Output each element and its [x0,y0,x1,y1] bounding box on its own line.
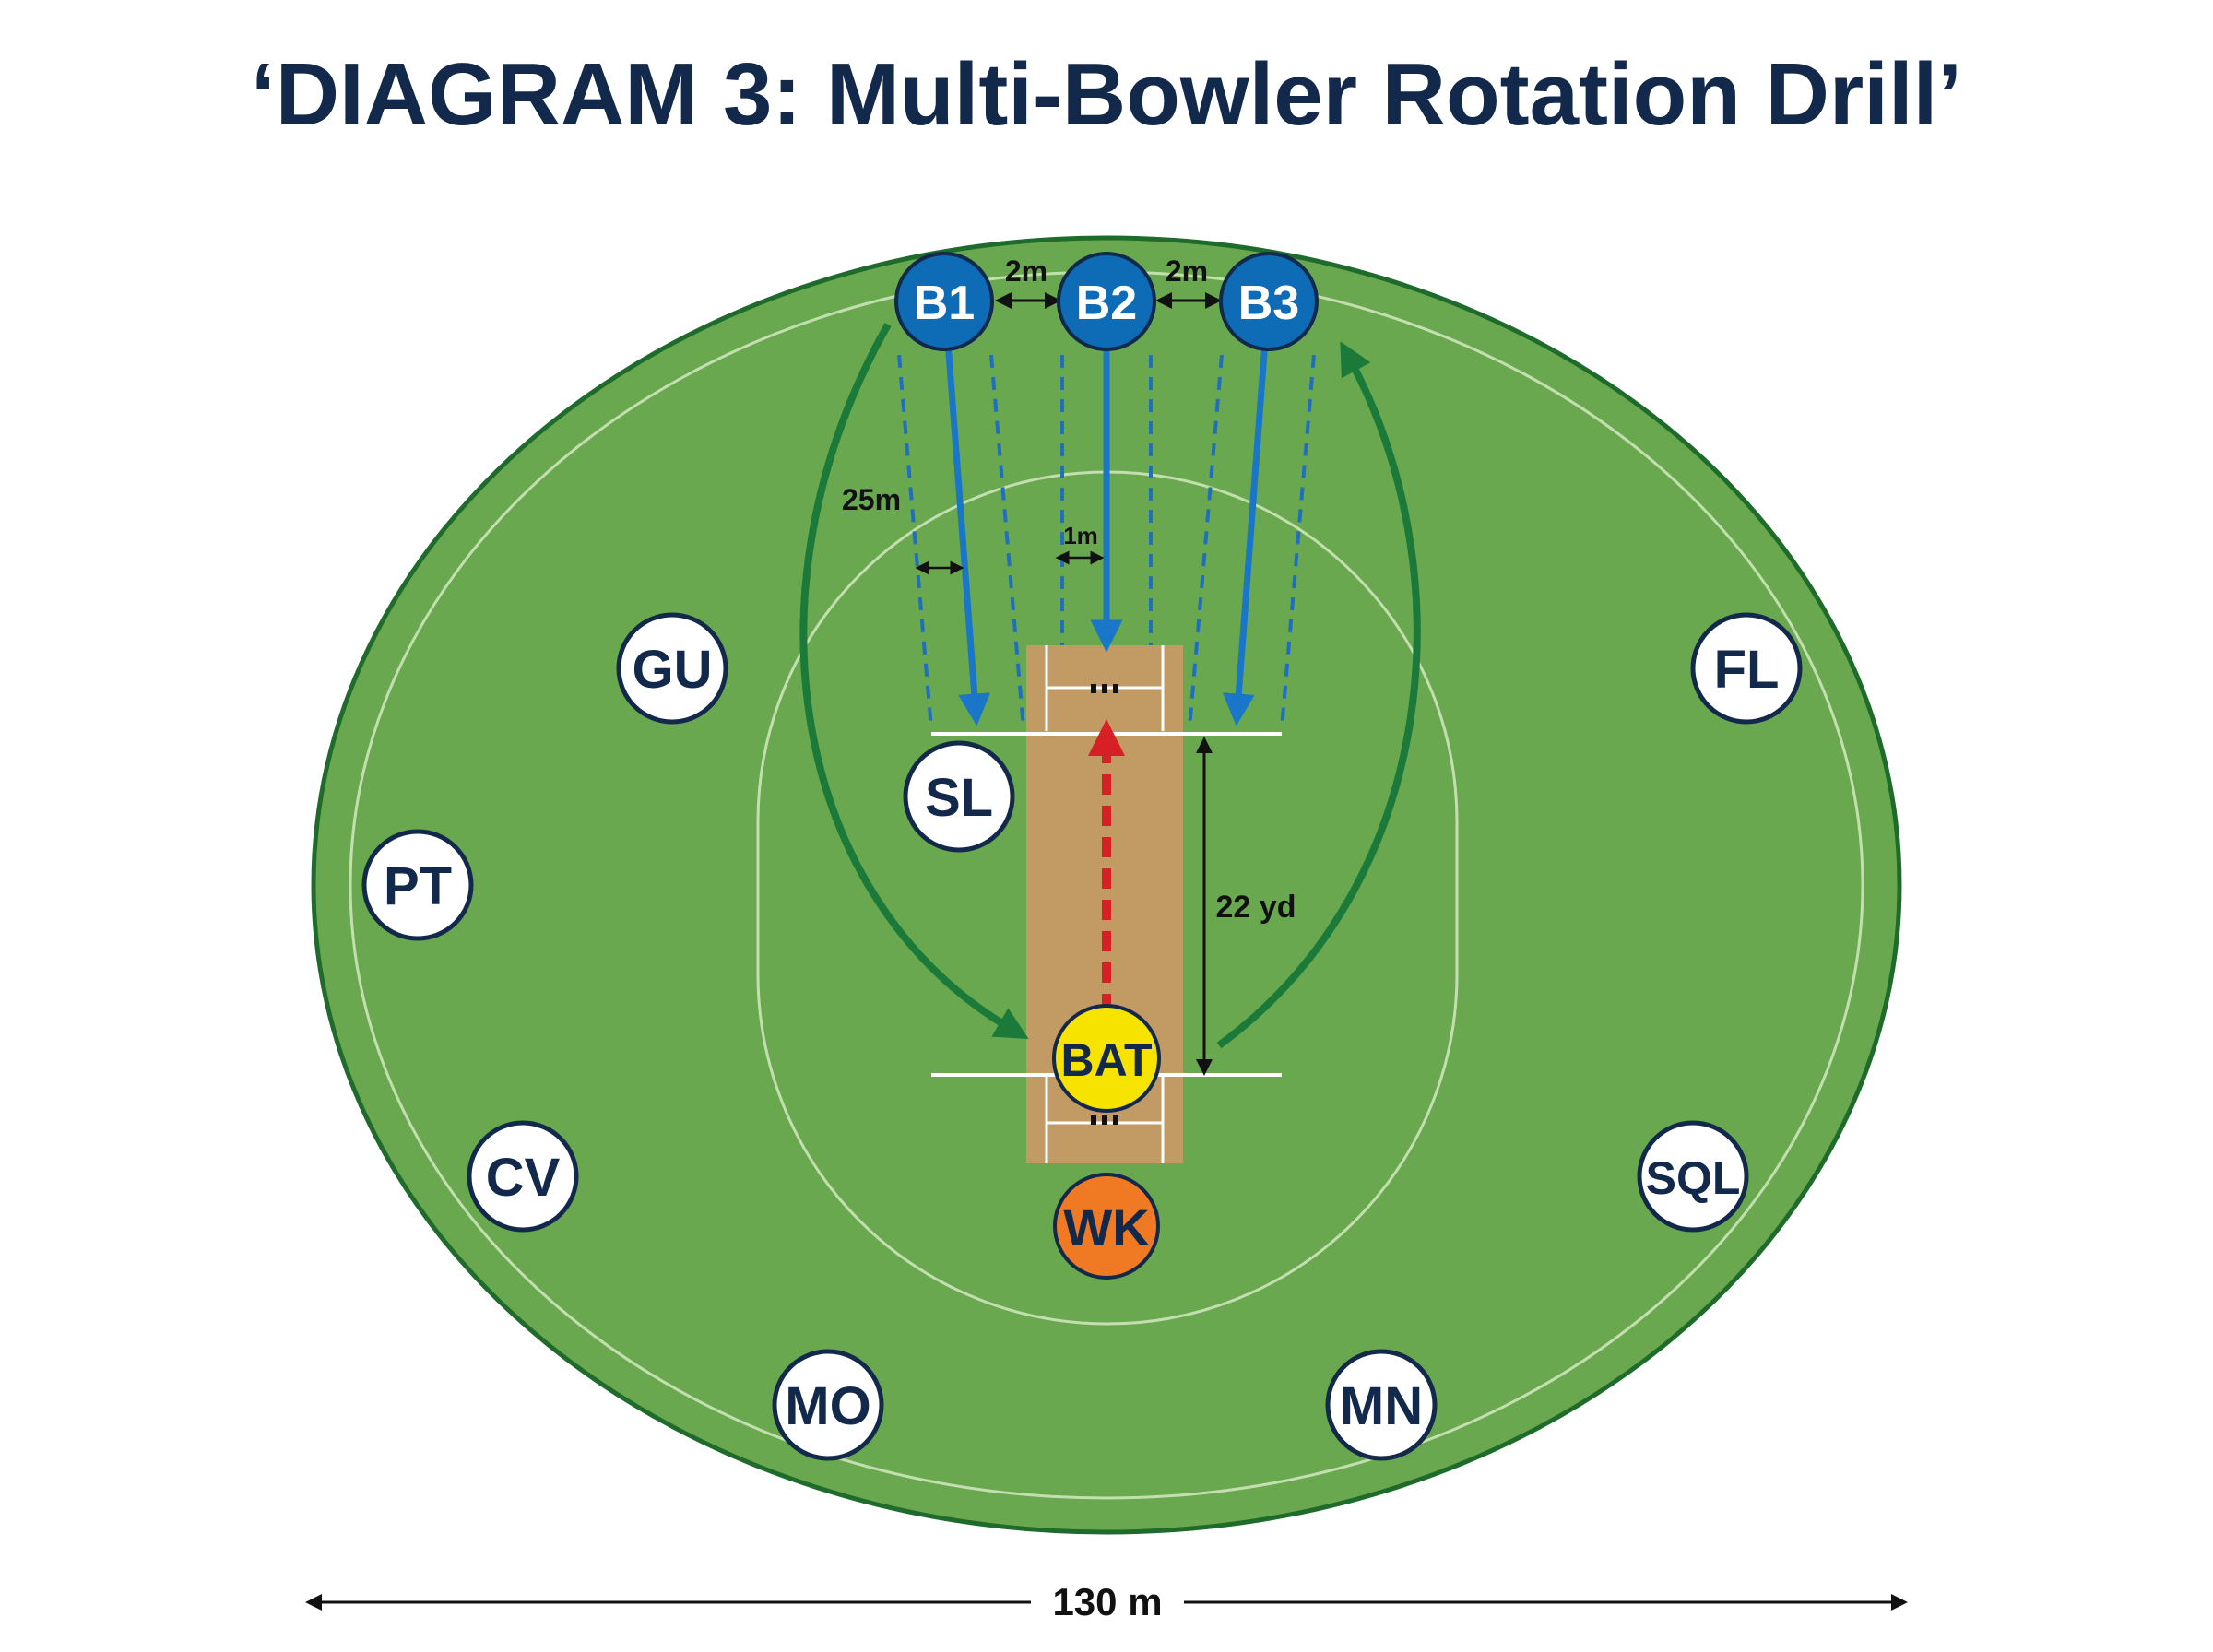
fielder-label: SL [925,768,993,828]
fielder-mn[interactable]: MN [1325,1349,1438,1461]
fielder-label: MN [1340,1376,1423,1436]
keeper-label: WK [1063,1198,1149,1257]
gap-label-b2-b3: 2m [1166,254,1208,288]
fielder-label: MO [785,1376,870,1436]
wicketkeeper[interactable]: WK [1053,1173,1160,1280]
bowler-b2[interactable]: B2 [1057,252,1156,351]
delivery-lanes [897,354,1316,729]
batter[interactable]: BAT [1052,1004,1161,1113]
fielder-sl[interactable]: SL [903,740,1015,853]
fielder-sql[interactable]: SQL [1637,1120,1749,1233]
field-width-label: 130 m [1052,1580,1162,1623]
run-up-label: 25m [842,483,901,516]
bowler-b1[interactable]: B1 [894,252,994,351]
lane-width-label: 1m [1063,522,1098,549]
stumps-top [1091,684,1118,693]
rotation-arrow-up [1216,341,1421,1049]
pitch-length-label: 22 yd [1216,890,1296,925]
fielder-mo[interactable]: MO [772,1349,884,1461]
fielder-cv[interactable]: CV [467,1120,579,1233]
rotation-arrow-down [799,323,1029,1039]
b3-delivery-arrow [1222,340,1269,726]
fielder-label: SQL [1646,1152,1741,1204]
batter-label: BAT [1060,1034,1152,1086]
bowler-label: B1 [914,277,975,330]
page-title: ‘DIAGRAM 3: Multi-Bowler Rotation Drill’ [251,45,1962,144]
bowler-label: B2 [1076,277,1137,330]
gap-label-b1-b2: 2m [1005,254,1047,288]
bowler-label: B3 [1238,277,1299,330]
fielder-gu[interactable]: GU [616,612,728,725]
fielder-fl[interactable]: FL [1690,612,1803,725]
fielder-label: CV [486,1148,561,1208]
fielder-pt[interactable]: PT [361,829,474,941]
fielder-label: PT [384,856,452,916]
stumps-bottom [1091,1115,1118,1125]
bowler-b3[interactable]: B3 [1219,252,1319,351]
fielder-label: FL [1714,640,1780,700]
fielder-label: GU [633,640,713,700]
b1-delivery-arrow [944,340,991,726]
